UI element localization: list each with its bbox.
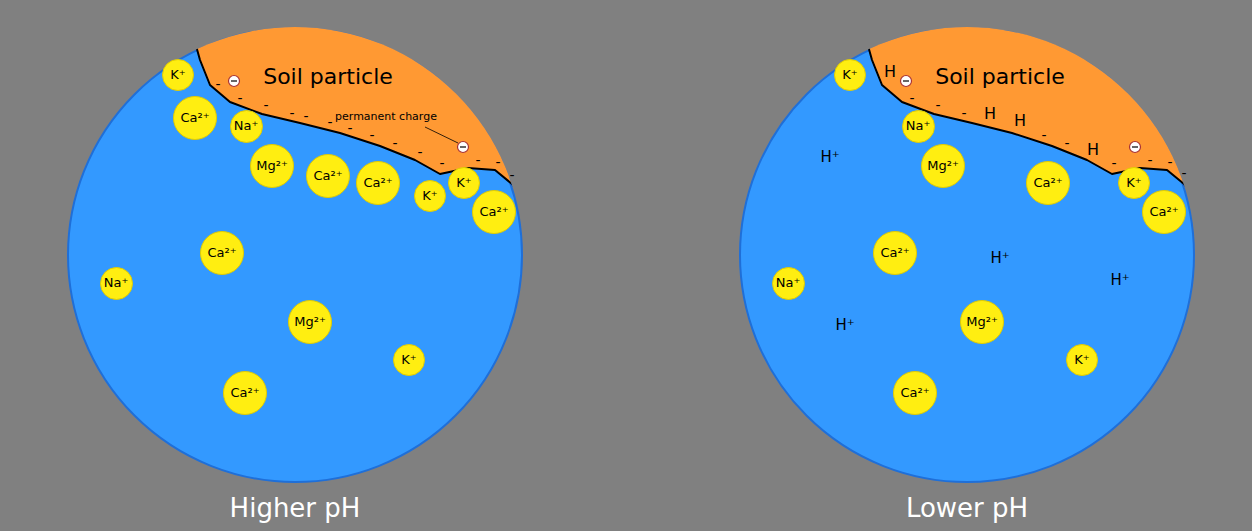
hydrogen-ion: H — [884, 64, 896, 80]
cation-circle: K⁺ — [1118, 167, 1150, 199]
particle-label: Soil particle — [263, 65, 393, 89]
ion-symbol: Ca²⁺ — [1033, 176, 1062, 191]
cation-circle: Ca²⁺ — [223, 371, 267, 415]
ion-symbol: K⁺ — [1074, 353, 1089, 368]
negative-charge: - — [495, 155, 500, 169]
negative-charge: - — [303, 109, 308, 123]
ion-symbol: K⁺ — [422, 189, 437, 204]
ion-symbol: Mg²⁺ — [966, 315, 998, 330]
negative-charge: - — [475, 153, 480, 167]
cation-circle: K⁺ — [834, 59, 866, 91]
solution-circle: Higher pHSoil particleK⁺Ca²⁺Na⁺Mg²⁺Ca²⁺C… — [67, 27, 523, 483]
hydrogen-ion: H⁺ — [1110, 273, 1129, 288]
ph-caption: Higher pH — [230, 494, 361, 523]
ion-symbol: Ca²⁺ — [479, 205, 508, 220]
cation-circle: Ca²⁺ — [356, 161, 400, 205]
hydrogen-ion: H⁺ — [990, 251, 1009, 266]
cation-circle: Ca²⁺ — [893, 371, 937, 415]
negative-charge: - — [215, 77, 220, 91]
cation-circle: Ca²⁺ — [173, 96, 217, 140]
cation-circle: Ca²⁺ — [873, 231, 917, 275]
ion-symbol: Mg²⁺ — [294, 315, 326, 330]
negative-charge: - — [909, 91, 914, 105]
cation-circle: Na⁺ — [902, 110, 935, 143]
negative-charge: - — [1147, 153, 1152, 167]
ion-symbol: Na⁺ — [906, 119, 931, 134]
ion-symbol: Ca²⁺ — [363, 176, 392, 191]
hydrogen-ion: H⁺ — [820, 150, 839, 165]
negative-charge: - — [935, 98, 940, 112]
negative-charge: - — [1041, 128, 1046, 142]
negative-charge: - — [327, 115, 332, 129]
ion-symbol: K⁺ — [1126, 176, 1141, 191]
cation-circle: K⁺ — [393, 344, 425, 376]
ion-symbol: K⁺ — [401, 353, 416, 368]
negative-charge: - — [237, 91, 242, 105]
cation-circle: Na⁺ — [100, 267, 133, 300]
ion-symbol: K⁺ — [170, 68, 185, 83]
soil-particle-shape — [67, 27, 523, 483]
soil-particle: Soil particle — [739, 27, 1195, 483]
cation-circle: Ca²⁺ — [1026, 161, 1070, 205]
ph-caption: Lower pH — [906, 494, 1028, 523]
negative-charge: - — [347, 121, 352, 135]
solution-circle: Lower pHSoil particleK⁺Na⁺Mg²⁺Ca²⁺K⁺Ca²⁺… — [739, 27, 1195, 483]
ion-symbol: K⁺ — [842, 68, 857, 83]
ion-symbol: Mg²⁺ — [927, 159, 959, 174]
callout-label: permanent charge — [335, 111, 437, 122]
negative-charge: - — [509, 168, 514, 182]
ion-symbol: K⁺ — [456, 176, 471, 191]
negative-charge: - — [417, 145, 422, 159]
negative-charge: - — [1064, 136, 1069, 150]
negative-charge: - — [369, 128, 374, 142]
ion-symbol: Ca²⁺ — [900, 386, 929, 401]
cation-circle: K⁺ — [414, 180, 446, 212]
cation-circle: Mg²⁺ — [960, 300, 1004, 344]
ion-symbol: Ca²⁺ — [880, 246, 909, 261]
negative-charge: - — [1181, 166, 1186, 180]
negative-charge: - — [263, 98, 268, 112]
cation-circle: Na⁺ — [772, 267, 805, 300]
ion-symbol: Mg²⁺ — [256, 159, 288, 174]
cation-circle: Ca²⁺ — [472, 190, 516, 234]
negative-charge: - — [392, 136, 397, 150]
ion-symbol: Ca²⁺ — [230, 386, 259, 401]
particle-label: Soil particle — [935, 65, 1065, 89]
cation-circle: Na⁺ — [230, 110, 263, 143]
hydrogen-ion: H⁺ — [835, 318, 854, 333]
ion-symbol: Ca²⁺ — [180, 111, 209, 126]
ion-symbol: Na⁺ — [234, 119, 259, 134]
cation-circle: Mg²⁺ — [921, 144, 965, 188]
cation-circle: Mg²⁺ — [250, 144, 294, 188]
cation-circle: K⁺ — [1066, 344, 1098, 376]
negative-charge: - — [1111, 156, 1116, 170]
hydrogen-ion: H — [984, 106, 996, 122]
cation-circle: K⁺ — [162, 59, 194, 91]
cation-circle: Ca²⁺ — [306, 154, 350, 198]
cation-circle: K⁺ — [448, 167, 480, 199]
soil-particle: Soil particle — [67, 27, 523, 483]
negative-charge: - — [289, 106, 294, 120]
ion-symbol: Ca²⁺ — [1149, 205, 1178, 220]
hydrogen-ion: H — [1014, 113, 1026, 129]
soil-particle-shape — [739, 27, 1195, 483]
cation-circle: Ca²⁺ — [1142, 190, 1186, 234]
hydrogen-ion: H — [1087, 142, 1099, 158]
cation-circle: Mg²⁺ — [288, 300, 332, 344]
ion-symbol: Na⁺ — [104, 276, 129, 291]
negative-charge: - — [439, 156, 444, 170]
cation-circle: Ca²⁺ — [200, 231, 244, 275]
ion-symbol: Ca²⁺ — [313, 169, 342, 184]
negative-charge: - — [961, 106, 966, 120]
ion-symbol: Ca²⁺ — [207, 246, 236, 261]
ion-symbol: Na⁺ — [776, 276, 801, 291]
negative-charge: - — [1167, 155, 1172, 169]
